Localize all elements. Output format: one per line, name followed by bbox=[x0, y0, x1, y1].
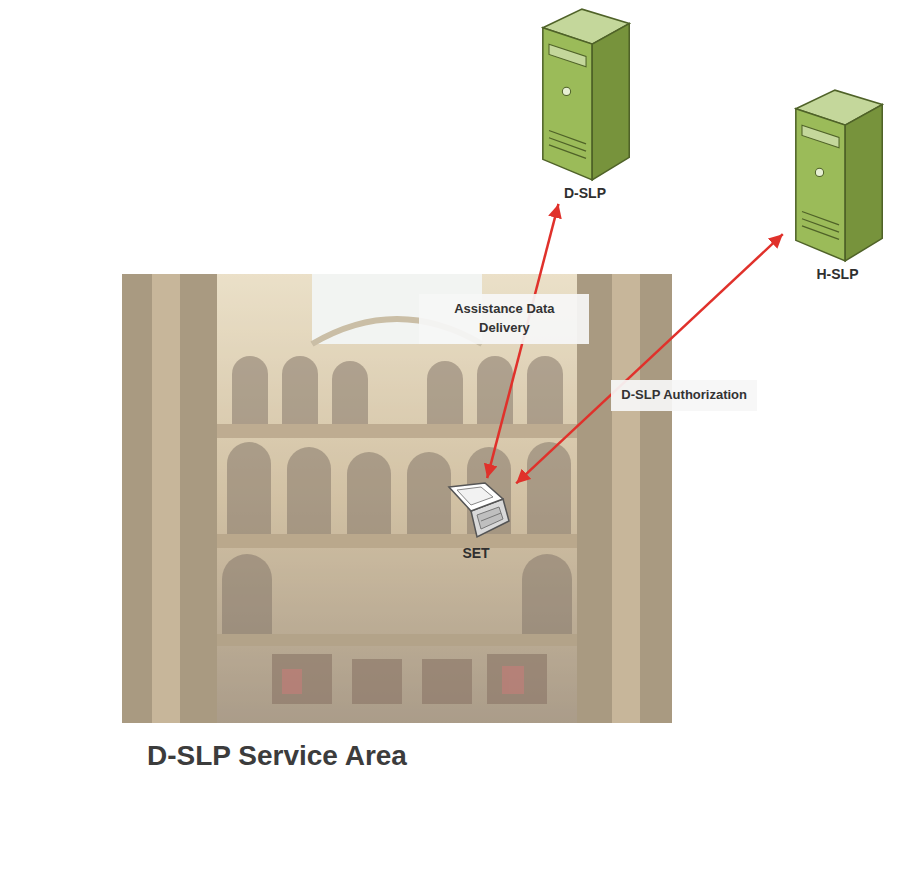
mall-photo bbox=[122, 274, 672, 723]
area-title: D-SLP Service Area bbox=[147, 740, 407, 772]
server-icon-part bbox=[549, 44, 586, 67]
server-icon-part bbox=[549, 138, 586, 151]
server-node: H-SLP bbox=[785, 84, 890, 282]
server-node: D-SLP bbox=[535, 3, 635, 201]
server-icon-part bbox=[802, 125, 839, 148]
device-node: SET bbox=[438, 481, 514, 561]
node-label: D-SLP bbox=[564, 185, 606, 201]
server-icon-part bbox=[802, 226, 839, 239]
phone-icon bbox=[441, 481, 511, 543]
node-label: H-SLP bbox=[817, 266, 859, 282]
server-icon-part bbox=[802, 212, 839, 225]
server-icon-part bbox=[845, 105, 882, 261]
server-icon-part bbox=[549, 145, 586, 158]
area-ellipse bbox=[0, 95, 836, 888]
edge-label: Assistance Data Delivery bbox=[419, 294, 589, 344]
edge-label: D-SLP Authorization bbox=[611, 380, 757, 411]
phone-icon-part bbox=[457, 487, 493, 505]
mall-photo-part bbox=[122, 274, 672, 723]
server-icon-part bbox=[815, 168, 823, 176]
server-icon-part bbox=[543, 28, 592, 180]
server-icon-part bbox=[562, 87, 570, 95]
service-area: D-SLP Service Area SET bbox=[0, 95, 836, 888]
server-icon bbox=[535, 3, 635, 183]
node-label: SET bbox=[462, 545, 489, 561]
server-icon-part bbox=[549, 131, 586, 144]
phone-icon-part bbox=[449, 483, 503, 511]
mall-photo-part bbox=[122, 274, 672, 723]
connector-arrow bbox=[516, 234, 783, 483]
server-icon-part bbox=[592, 24, 629, 180]
server-icon bbox=[788, 84, 888, 264]
area-ellipse-part bbox=[2, 97, 835, 887]
server-icon-part bbox=[795, 109, 844, 261]
phone-icon-part bbox=[477, 507, 503, 529]
server-icon-part bbox=[802, 219, 839, 232]
phone-icon-part bbox=[481, 513, 501, 521]
